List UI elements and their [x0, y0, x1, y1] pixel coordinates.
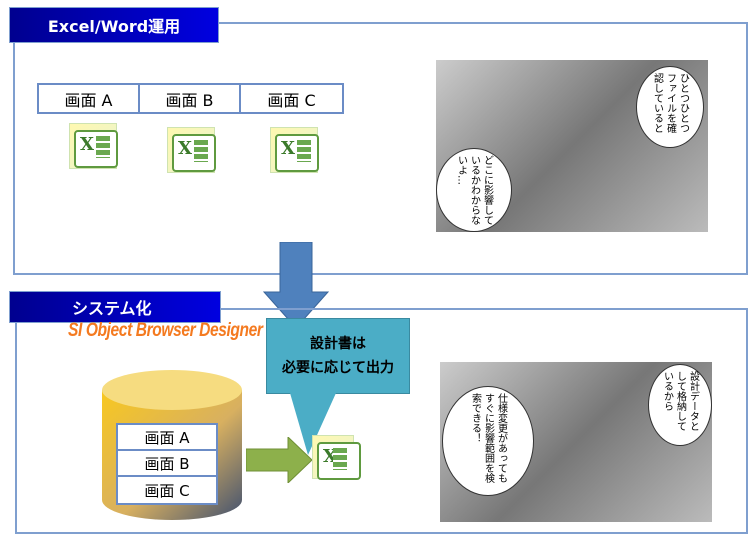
screen-list-excel: 画面 A 画面 B 画面 C: [37, 83, 344, 114]
manga-happy-character: 設計データとして格納しているから 仕様変更があってもすぐに影響範囲を検索できる！: [440, 362, 712, 522]
section-title-system: システム化: [9, 291, 221, 323]
output-callout: 設計書は 必要に応じて出力: [266, 318, 410, 394]
screen-b: 画面 B: [118, 451, 216, 477]
screen-b: 画面 B: [140, 85, 241, 112]
excel-icon: X: [69, 123, 118, 169]
speech-bubble: 設計データとして格納しているから: [648, 364, 712, 446]
system-panel: [15, 308, 748, 534]
down-arrow: [262, 242, 330, 329]
screen-list-db: 画面 A 画面 B 画面 C: [116, 423, 218, 505]
speech-bubble: 仕様変更があってもすぐに影響範囲を検索できる！: [442, 386, 534, 496]
excel-word-panel: [13, 22, 748, 275]
speech-bubble: どこに影響しているかわからないよ…: [436, 148, 512, 232]
excel-icon: X: [270, 127, 319, 173]
excel-icon: X: [167, 127, 216, 173]
screen-c: 画面 C: [144, 481, 190, 500]
manga-worried-character: ひとつひとつファイルを確認していると どこに影響しているかわからないよ…: [436, 60, 708, 232]
callout-line-2: 必要に応じて出力: [282, 360, 394, 376]
right-arrow: [246, 437, 313, 483]
screen-a: 画面 A: [39, 85, 140, 112]
speech-bubble: ひとつひとつファイルを確認していると: [636, 66, 704, 148]
excel-icon: X: [312, 435, 361, 480]
callout-line-1: 設計書は: [310, 336, 366, 352]
screen-a: 画面 A: [118, 425, 216, 451]
product-logo: SI Object Browser Designer: [68, 320, 263, 341]
callout-pointer: [290, 393, 336, 455]
section-title-excel-word: Excel/Word運用: [9, 7, 219, 43]
screen-c: 画面 C: [267, 90, 316, 110]
